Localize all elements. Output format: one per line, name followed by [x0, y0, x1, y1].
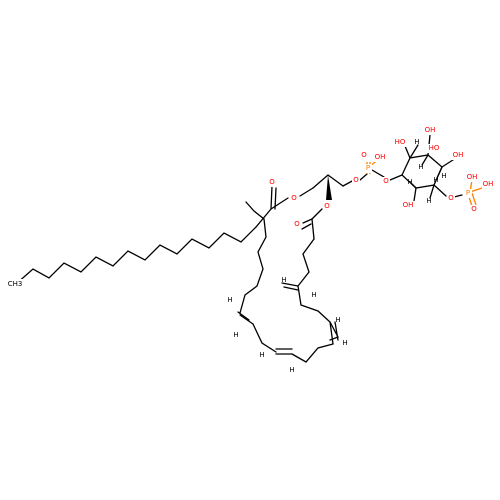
stearoyl-chain [15, 208, 272, 285]
alkene-hydrogen-2: H [311, 291, 316, 299]
ring-hydrogen-3: H [433, 176, 438, 184]
phosphodiester-double-bond-oxygen: O [361, 151, 367, 159]
terminal-methyl-label: CH3 [8, 280, 23, 288]
alkene-hydrogen-1: H [281, 276, 286, 284]
monophosphate-hydroxyl-1: OH [467, 173, 478, 181]
ester-1-bonds [270, 185, 314, 210]
glycerol-backbone [312, 174, 355, 200]
atom-labels: CH3 O O O O O P O OH O HO OH OH OH HO O … [5, 126, 495, 374]
ring-hydrogen-5: H [407, 178, 412, 186]
alkene-hydrogen-7: H [227, 296, 232, 304]
monophosphate-phosphorus: P [466, 189, 470, 197]
arachidonoyl-chain [237, 201, 339, 363]
glycerol-o3-oxygen: O [353, 176, 359, 184]
phosphodiester-hydroxyl: OH [375, 153, 386, 161]
ring-hydrogen-4: H [426, 197, 431, 205]
ring-hydroxyl-2: OH [425, 126, 436, 134]
alkene-hydrogen-6: H [259, 351, 264, 359]
stereo-wedge [326, 175, 332, 200]
ring-hydrogen-6: H [441, 172, 446, 180]
ring-hydroxyl-5: HO [429, 144, 440, 152]
alkene-hydrogen-5: H [289, 366, 294, 374]
ring-hydroxyl-1: HO [395, 138, 406, 146]
ring-hydrogen-1: H [414, 138, 419, 146]
ester2-carbonyl-oxygen: O [294, 220, 300, 228]
ring-hydroxyl-3: OH [453, 151, 464, 159]
ring-hydrogen-2: H [418, 163, 423, 171]
ester1-carbonyl-oxygen: O [269, 178, 275, 186]
monophosphate-hydroxyl-2: OH [483, 180, 494, 188]
monophosphate-double-bond-oxygen: O [471, 205, 477, 213]
ester2-oxygen: O [324, 202, 330, 210]
alkene-hydrogen-3: H [335, 316, 340, 324]
ester-2-bonds [301, 208, 323, 240]
ring-hydroxyl-4: OH [403, 201, 414, 209]
alkene-hydrogen-4: H [342, 339, 347, 347]
phosphodiester-phosphorus: P [366, 164, 370, 172]
alkene-hydrogen-8: H [233, 331, 238, 339]
ester1-oxygen: O [291, 194, 297, 202]
monophosphate-oxygen: O [448, 194, 454, 202]
phosphodiester-ring-oxygen: O [383, 177, 389, 185]
